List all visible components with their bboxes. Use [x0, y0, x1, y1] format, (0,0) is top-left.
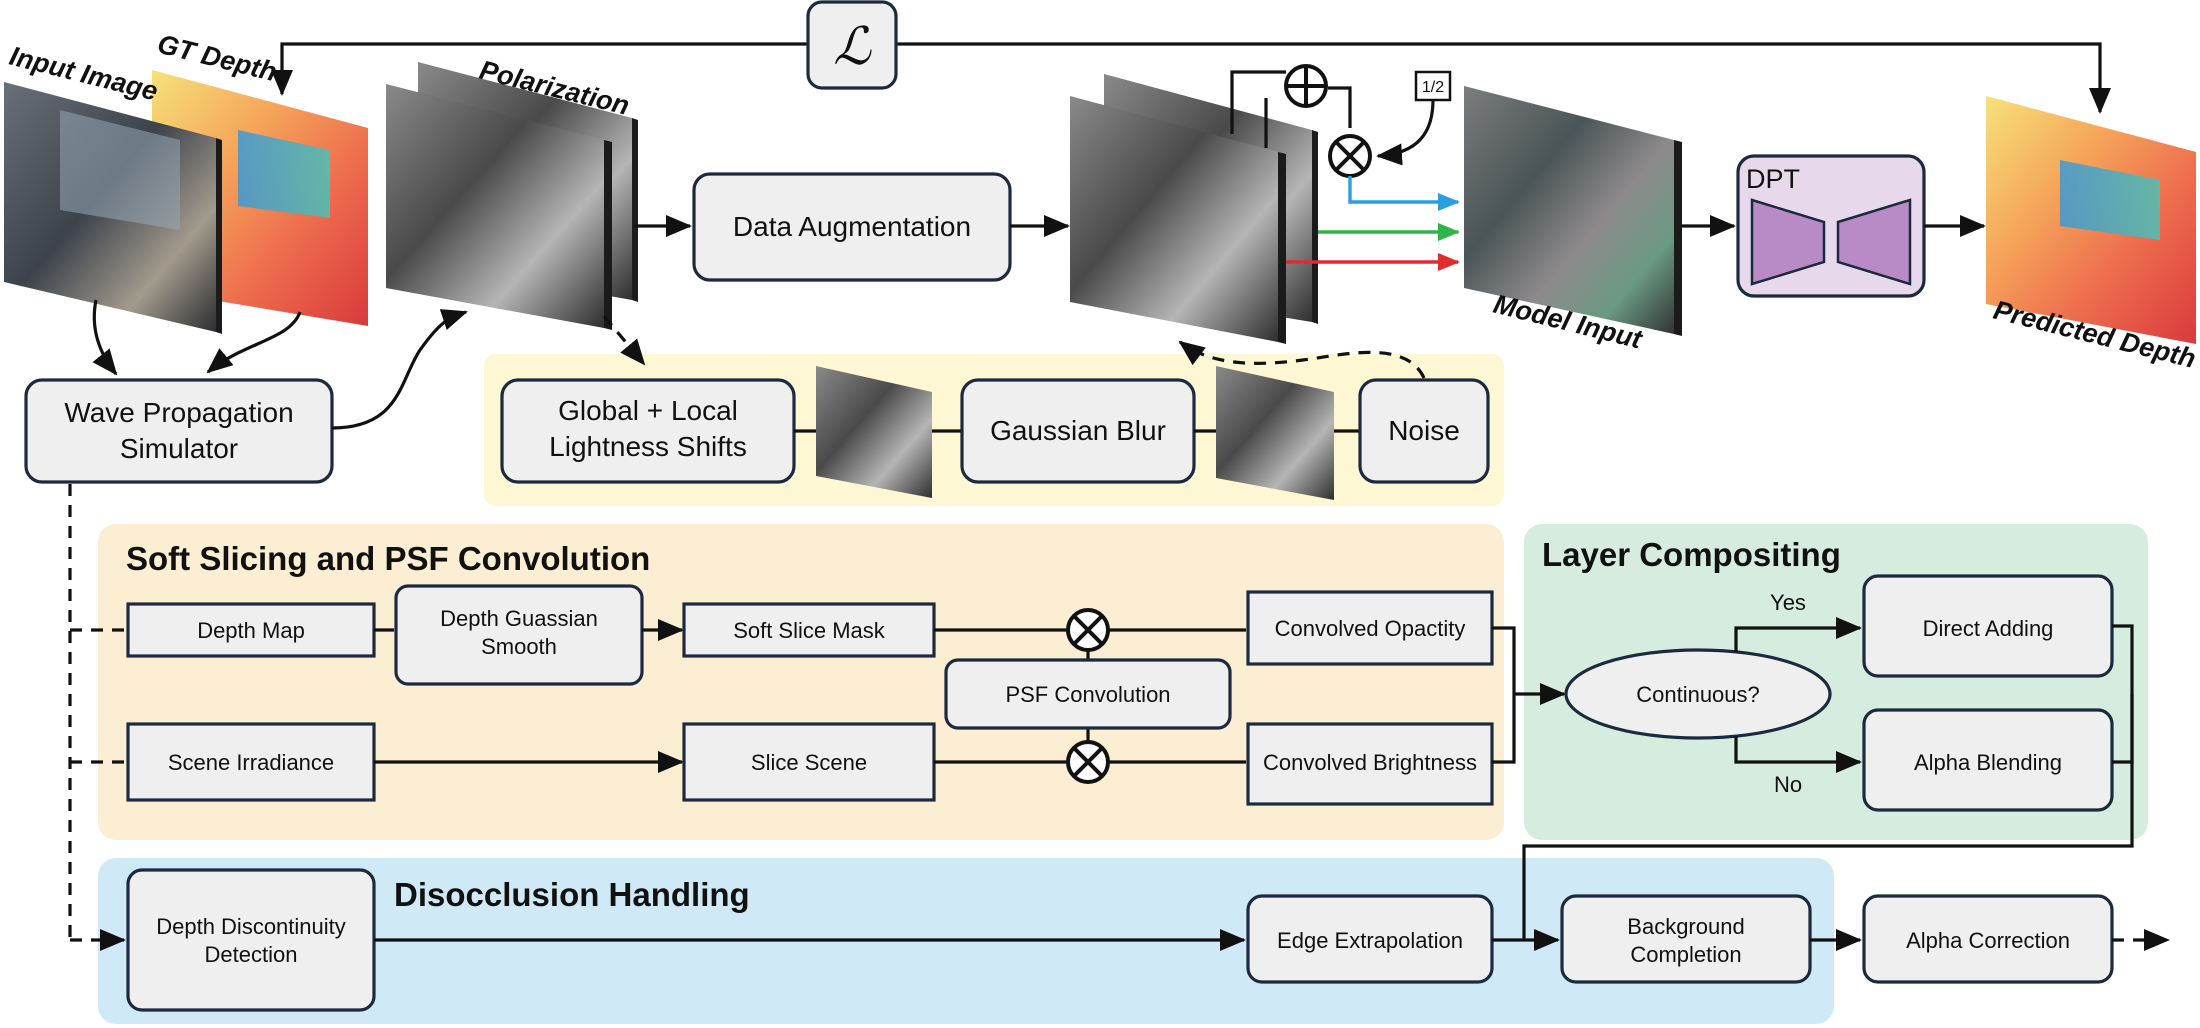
- alpha-correction-label: Alpha Correction: [1906, 928, 2070, 953]
- gaussian-blur-label: Gaussian Blur: [990, 415, 1166, 446]
- half-label: 1/2: [1422, 79, 1444, 96]
- soft-slice-mask-label: Soft Slice Mask: [733, 618, 886, 643]
- dpt-label: DPT: [1746, 164, 1800, 194]
- wave-simulator-line2: Simulator: [120, 433, 238, 464]
- predicted-depth-detail: [2060, 160, 2160, 240]
- input-to-simulator-edge: [92, 299, 118, 376]
- psf-convolution-box: [944, 658, 1232, 730]
- psf-convolution-label: PSF Convolution: [1005, 682, 1170, 707]
- loss-to-prediction-edge: [896, 42, 2111, 114]
- polarization-image-back-edge: [632, 118, 638, 302]
- scene-irradiance-label: Scene Irradiance: [168, 750, 334, 775]
- plus-circle-icon: [1284, 64, 1328, 108]
- yes-label: Yes: [1770, 590, 1806, 615]
- half-box: [1414, 70, 1452, 102]
- gt-depth-detail: [238, 130, 330, 218]
- discontinuity-line2: Detection: [205, 942, 298, 967]
- alpha-blending-box: [1862, 708, 2114, 812]
- augmented-image-back-edge: [1312, 130, 1318, 324]
- multiply-circle-icon: [1066, 740, 1110, 784]
- layer-compositing-title: Layer Compositing: [1542, 536, 1841, 573]
- depth-smooth-box: [394, 584, 644, 686]
- input-image-window: [60, 110, 180, 230]
- soft-slice-mask-box: [682, 602, 936, 658]
- augmented-image-front-edge: [1278, 152, 1286, 344]
- polarization-to-augment-dashed-edge: [602, 314, 646, 366]
- yes-edge: [1734, 617, 1862, 652]
- model-input-image: [1464, 86, 1674, 334]
- no-edge: [1734, 736, 1862, 773]
- loss-to-gt-edge: [271, 42, 808, 96]
- polarization-image-front-edge: [604, 140, 612, 330]
- continuous-label: Continuous?: [1636, 682, 1760, 707]
- background-line1: Background: [1627, 914, 1744, 939]
- model-input-image-edge: [1674, 140, 1682, 336]
- times-circle-icon: [1328, 134, 1372, 178]
- alpha-blending-label: Alpha Blending: [1914, 750, 2062, 775]
- composite-to-background-edge: [1522, 694, 2134, 940]
- continuous-decision-node: [1564, 648, 1832, 740]
- no-label: No: [1774, 772, 1802, 797]
- blur-thumbnail: [1216, 366, 1334, 500]
- noise-to-stack-dashed-edge: [1178, 340, 1426, 379]
- background-completion-box: [1560, 894, 1812, 984]
- lightness-thumbnail: [816, 366, 932, 498]
- noise-label: Noise: [1388, 415, 1460, 446]
- data-augmentation-label: Data Augmentation: [733, 211, 971, 242]
- blue-channel-arrow: [1348, 176, 1460, 211]
- multiply-circle-icon: [1066, 608, 1110, 652]
- depth-smooth-line1: Depth Guassian: [440, 606, 598, 631]
- dpt-decoder-shape: [1836, 198, 1912, 286]
- slice-scene-label: Slice Scene: [751, 750, 867, 775]
- augmented-image-front: [1070, 96, 1278, 342]
- loss-box: [806, 0, 898, 90]
- noise-box: [1358, 378, 1490, 484]
- half-to-times-edge: [1376, 99, 1435, 166]
- background-line2: Completion: [1630, 942, 1741, 967]
- simulator-to-polarization-edge: [331, 309, 468, 430]
- wave-simulator-line1: Wave Propagation: [64, 397, 293, 428]
- depth-map-label: Depth Map: [197, 618, 305, 643]
- dpt-encoder-shape: [1750, 198, 1826, 286]
- convolved-brightness-label: Convolved Brightness: [1263, 750, 1477, 775]
- discontinuity-detection-box: [126, 868, 376, 1012]
- soft-slicing-title: Soft Slicing and PSF Convolution: [126, 540, 650, 577]
- lightness-line1: Global + Local: [558, 395, 738, 426]
- gt-to-simulator-edge: [206, 311, 302, 374]
- depth-smooth-line2: Smooth: [481, 634, 557, 659]
- convolved-brightness-box: [1246, 722, 1494, 806]
- slice-scene-box: [682, 722, 936, 802]
- wave-propagation-simulator-box: [24, 378, 334, 484]
- loss-symbol: ℒ: [833, 18, 872, 76]
- polarization-image-front: [386, 84, 604, 328]
- disocclusion-title: Disocclusion Handling: [394, 876, 750, 913]
- lightness-line2: Lightness Shifts: [549, 431, 747, 462]
- plus-to-times-edge: [1328, 86, 1352, 128]
- input-image-edge: [216, 138, 222, 334]
- edge-extrapolation-label: Edge Extrapolation: [1277, 928, 1463, 953]
- discontinuity-line1: Depth Discontinuity: [156, 914, 346, 939]
- direct-adding-label: Direct Adding: [1923, 616, 2054, 641]
- stack-to-plus-edge: [1230, 70, 1286, 134]
- convolved-opacity-label: Convolved Opactity: [1275, 616, 1466, 641]
